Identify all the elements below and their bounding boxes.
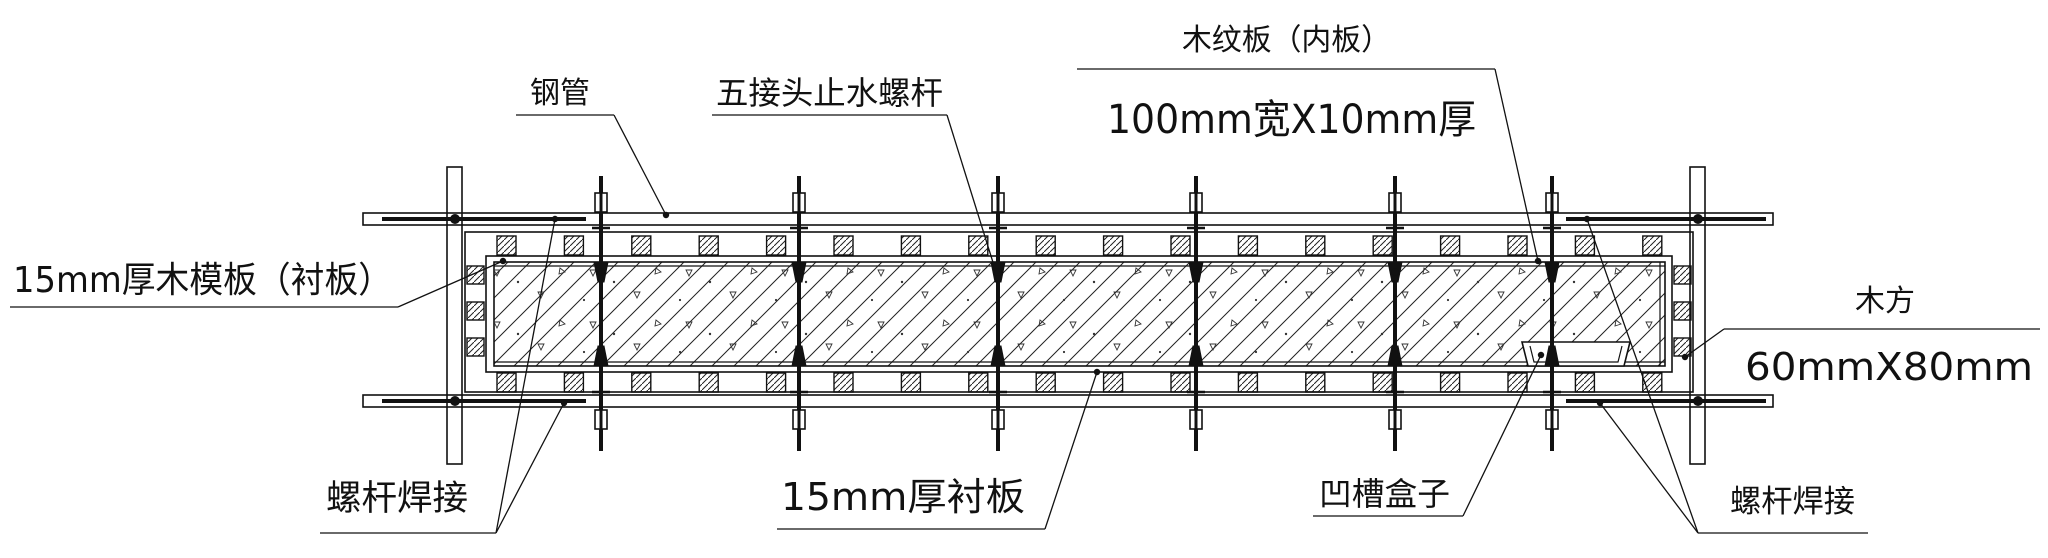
- steel-pipe-top: [362, 212, 1774, 226]
- timber-batten-bottom: [765, 372, 787, 393]
- steel-post-left: [446, 166, 463, 465]
- timber-batten-bottom: [496, 372, 517, 393]
- bolt-joint: [795, 268, 803, 276]
- label-bolt-weld-right: 螺杆焊接: [1730, 484, 1855, 520]
- timber-batten-left: [466, 337, 485, 357]
- leader-dot: [1534, 257, 1542, 265]
- label-wood-grain-board-size: 100mm宽X10mm厚: [1107, 97, 1476, 143]
- timber-batten-top: [1102, 235, 1124, 256]
- timber-batten-bottom: [698, 372, 719, 393]
- leader-bolt-weld-left-top: [495, 218, 556, 534]
- timber-batten-bottom: [1170, 372, 1191, 393]
- label-wood-grain-board: 木纹板（内板）: [1182, 23, 1391, 58]
- timber-batten-top: [1439, 235, 1461, 256]
- timber-batten-right: [1673, 265, 1692, 285]
- timber-batten-right: [1673, 301, 1692, 321]
- timber-batten-bottom: [1237, 372, 1259, 393]
- timber-batten-top: [631, 235, 652, 256]
- lining-board: [485, 255, 1673, 373]
- leader-dot: [1537, 351, 1545, 359]
- leader-steel-pipe: [613, 114, 667, 216]
- leader-dot: [499, 257, 507, 265]
- leader-dot: [662, 211, 670, 219]
- timber-batten-bottom: [1574, 372, 1596, 393]
- timber-batten-left: [466, 301, 485, 321]
- timber-batten-bottom: [968, 372, 989, 393]
- timber-batten-top: [496, 235, 517, 256]
- bolt-joint: [1548, 268, 1556, 276]
- label-stop-water-bolt: 五接头止水螺杆: [716, 74, 943, 112]
- timber-batten-top: [698, 235, 719, 256]
- label-bolt-weld-left: 螺杆焊接: [326, 479, 468, 519]
- leader-bolt-weld-left-bottom: [495, 402, 565, 534]
- timber-batten-bottom: [631, 372, 652, 393]
- timber-batten-top: [765, 235, 787, 256]
- post-bolt-head: [450, 214, 460, 224]
- timber-batten-bottom: [1035, 372, 1056, 393]
- leader-formwork-board: [397, 260, 504, 308]
- leader-dot: [551, 215, 559, 223]
- timber-batten-bottom: [563, 372, 585, 393]
- timber-batten-bottom: [1102, 372, 1124, 393]
- timber-batten-top: [1574, 235, 1596, 256]
- leader-dot: [1596, 399, 1604, 407]
- timber-batten-bottom: [1305, 372, 1326, 393]
- timber-batten-bottom: [1439, 372, 1461, 393]
- timber-batten-top: [833, 235, 854, 256]
- label-groove-box: 凹槽盒子: [1319, 475, 1450, 513]
- bolt-joint: [597, 268, 605, 276]
- timber-batten-bottom: [900, 372, 922, 393]
- leader-bolt-weld-right-top: [1586, 218, 1699, 534]
- bolt-joint: [1391, 268, 1399, 276]
- steel-post-right: [1689, 166, 1706, 465]
- steel-pipe-bottom: [362, 394, 1774, 408]
- label-steel-pipe: 钢管: [530, 76, 590, 111]
- stop-water-bolts: [592, 176, 1561, 451]
- timber-batten-bottom: [833, 372, 854, 393]
- leader-dot: [1583, 215, 1591, 223]
- timber-batten-top: [563, 235, 585, 256]
- post-bolt-head: [450, 396, 460, 406]
- timber-batten-top: [1507, 235, 1528, 256]
- label-timber-size: 60mmX80mm: [1745, 345, 2033, 389]
- bolt-joint: [1192, 268, 1200, 276]
- label-timber: 木方: [1855, 284, 1915, 319]
- concrete-aggregate: [494, 262, 1665, 366]
- groove-box-inner: [1529, 345, 1623, 363]
- timber-batten-top: [1237, 235, 1259, 256]
- bolt-cone-bottom: [593, 345, 609, 367]
- timber-batten-top: [1305, 235, 1326, 256]
- leader-stop-water-bolt: [946, 114, 997, 273]
- timber-batten-top: [1170, 235, 1191, 256]
- bolt-cone-bottom: [1544, 345, 1560, 367]
- leader-bolt-weld-right-bottom: [1599, 402, 1699, 534]
- leader-wood-grain-board: [1494, 68, 1539, 262]
- formwork-outer-outline: [464, 231, 1694, 393]
- timber-batten-right: [1673, 337, 1692, 357]
- timber-batten-bottom: [1642, 372, 1663, 393]
- timber-battens: [466, 235, 1692, 393]
- label-formwork-board: 15mm厚木模板（衬板）: [13, 260, 392, 301]
- timber-batten-top: [1372, 235, 1393, 256]
- post-bolt-head: [1693, 214, 1703, 224]
- label-lining-board: 15mm厚衬板: [781, 475, 1025, 519]
- leader-lining-board: [1044, 371, 1098, 530]
- leader-dot: [1093, 368, 1101, 376]
- bolt-cone-bottom: [791, 345, 807, 367]
- timber-batten-top: [900, 235, 922, 256]
- leader-timber: [1684, 328, 1725, 358]
- timber-batten-top: [968, 235, 989, 256]
- post-bolt-head: [1693, 396, 1703, 406]
- bolt-cone-bottom: [1387, 345, 1403, 367]
- timber-batten-top: [1642, 235, 1663, 256]
- leader-dot: [992, 268, 1000, 276]
- bolt-cone-bottom: [990, 345, 1006, 367]
- timber-batten-bottom: [1372, 372, 1393, 393]
- leader-dot: [560, 399, 568, 407]
- leader-groove-box: [1462, 354, 1542, 517]
- timber-batten-top: [1035, 235, 1056, 256]
- leader-dot: [1681, 353, 1689, 361]
- bolt-cone-bottom: [1188, 345, 1204, 367]
